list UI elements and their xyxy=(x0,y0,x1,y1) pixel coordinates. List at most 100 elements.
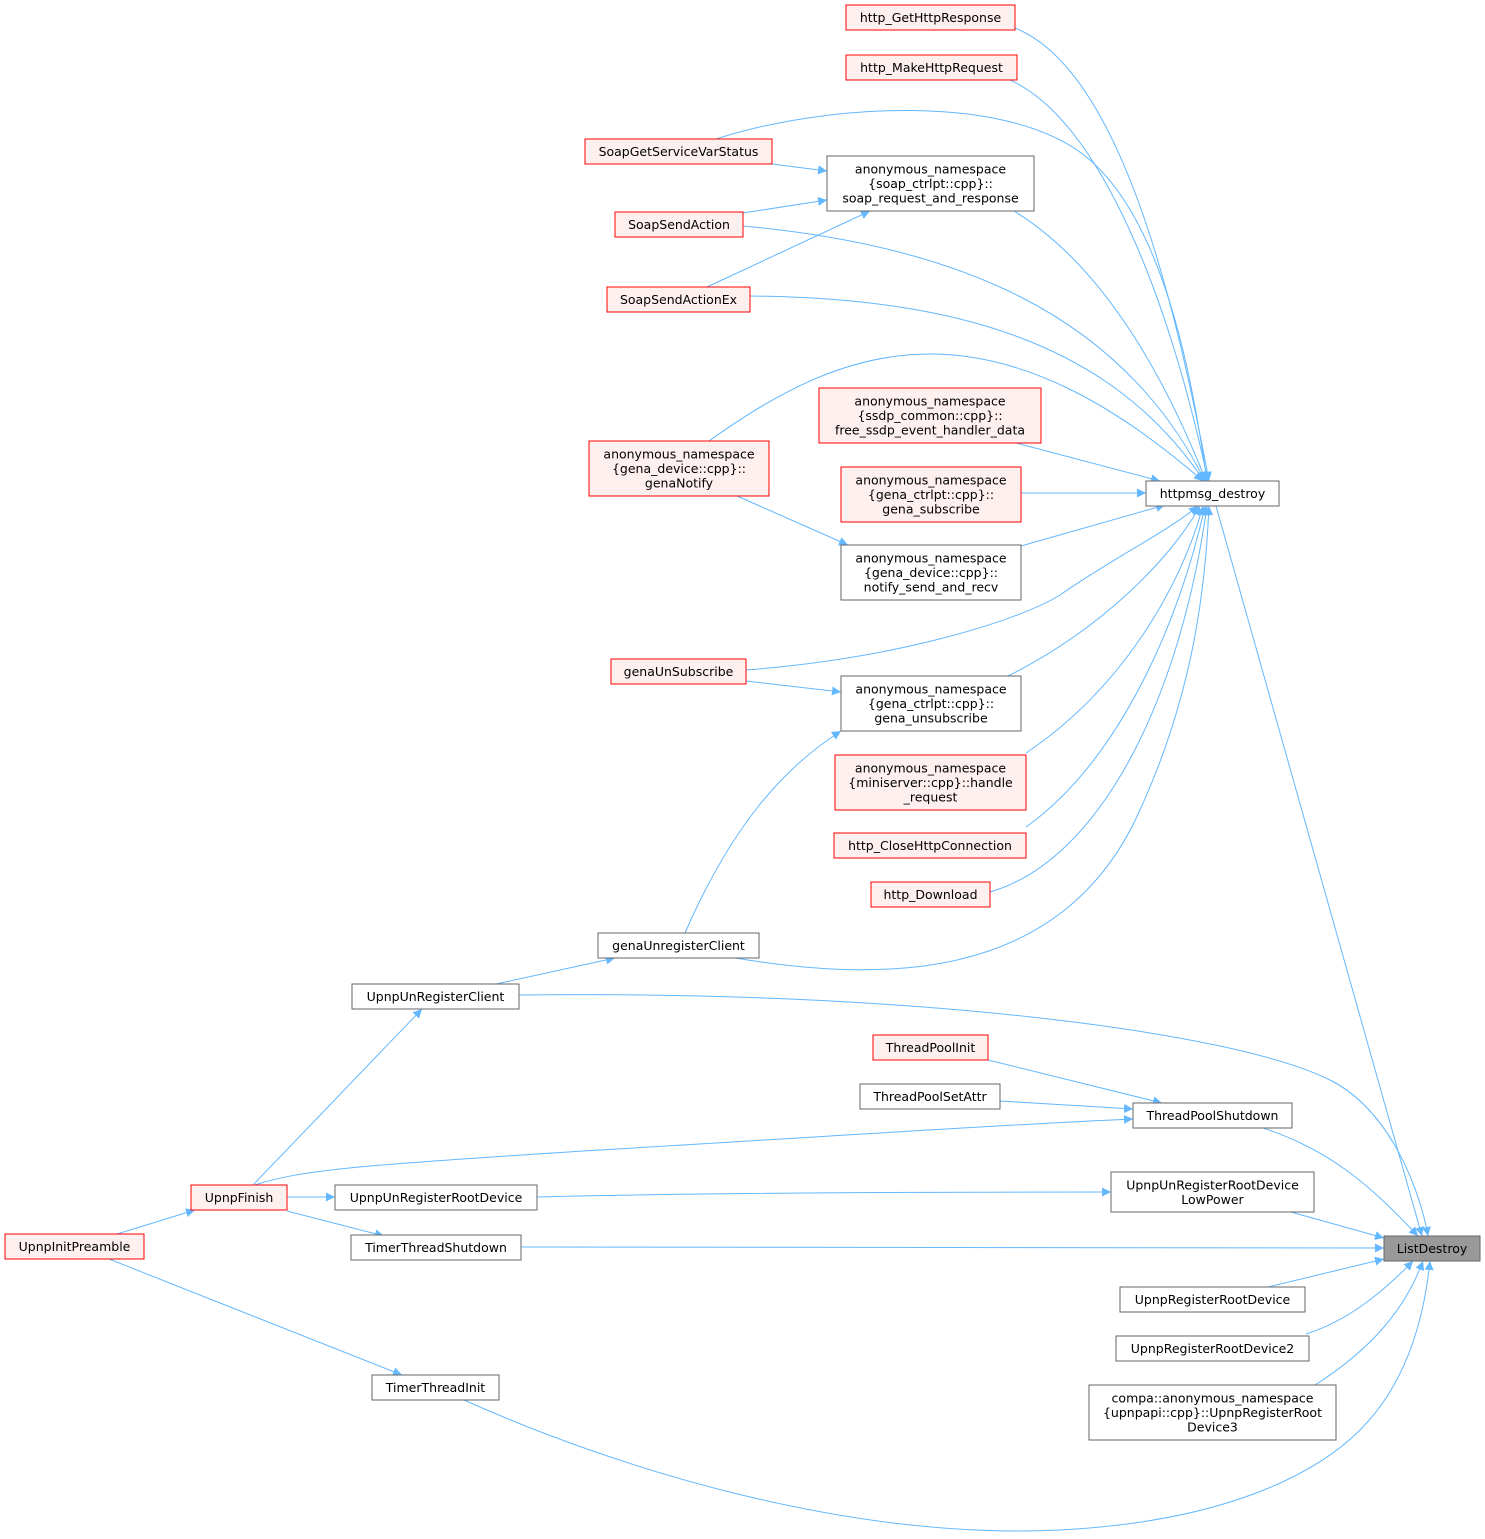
node-label-genaNotify-1: {gena_device::cpp}:: xyxy=(612,461,746,476)
node-UpnpInitPreamble[interactable]: UpnpInitPreamble xyxy=(4,1233,145,1260)
node-label-TimerThreadInit-0: TimerThreadInit xyxy=(385,1380,486,1395)
node-soap_request_and_response[interactable]: anonymous_namespace{soap_ctrlpt::cpp}::s… xyxy=(826,155,1035,212)
edges-layer xyxy=(108,27,1434,1532)
node-box-UpnpUnRegisterRootDevice xyxy=(334,1184,538,1211)
edge-UpnpUnRegisterClient-to-genaUnregisterClient xyxy=(495,955,616,985)
node-box-UpnpRegisterRootDevice3 xyxy=(1088,1384,1337,1441)
edge-UpnpUnRegisterRootDevice-to-UpnpUnRegisterRootDeviceLowPower xyxy=(536,1187,1112,1198)
node-UpnpUnRegisterRootDevice[interactable]: UpnpUnRegisterRootDevice xyxy=(334,1184,538,1211)
node-box-soap_request_and_response xyxy=(826,155,1035,212)
node-httpmsg_destroy[interactable]: httpmsg_destroy xyxy=(1145,480,1280,507)
node-gena_subscribe[interactable]: anonymous_namespace{gena_ctrlpt::cpp}::g… xyxy=(840,466,1022,523)
node-label-gena_subscribe-2: gena_subscribe xyxy=(882,502,980,517)
node-label-UpnpUnRegisterClient-0: UpnpUnRegisterClient xyxy=(367,989,505,1004)
node-label-UpnpFinish-0: UpnpFinish xyxy=(205,1190,274,1205)
node-label-free_ssdp_event_handler_data-1: {ssdp_common::cpp}:: xyxy=(857,408,1002,423)
node-http_Download[interactable]: http_Download xyxy=(870,881,991,908)
node-ThreadPoolShutdown[interactable]: ThreadPoolShutdown xyxy=(1132,1102,1293,1129)
node-label-handle_request-0: anonymous_namespace xyxy=(855,761,1006,776)
node-UpnpRegisterRootDevice3[interactable]: compa::anonymous_namespace{upnpapi::cpp}… xyxy=(1088,1384,1337,1441)
node-label-http_Download-0: http_Download xyxy=(883,887,977,902)
node-label-soap_request_and_response-1: {soap_ctrlpt::cpp}:: xyxy=(868,176,993,191)
edge-SoapSendActionEx-to-soap_request_and_response xyxy=(706,210,871,288)
edge-SoapSendAction-to-httpmsg_destroy xyxy=(742,225,1206,482)
edge-ThreadPoolInit-to-ThreadPoolShutdown xyxy=(987,1059,1163,1106)
node-label-SoapSendAction-0: SoapSendAction xyxy=(628,217,730,232)
edge-genaUnregisterClient-to-httpmsg_destroy xyxy=(734,505,1214,971)
edge-SoapSendActionEx-to-httpmsg_destroy xyxy=(749,295,1205,482)
node-label-free_ssdp_event_handler_data-2: free_ssdp_event_handler_data xyxy=(835,423,1025,438)
node-UpnpUnRegisterClient[interactable]: UpnpUnRegisterClient xyxy=(351,983,520,1010)
node-box-UpnpInitPreamble xyxy=(4,1233,145,1260)
edge-handle_request-to-httpmsg_destroy xyxy=(1025,505,1205,754)
node-ThreadPoolSetAttr[interactable]: ThreadPoolSetAttr xyxy=(859,1083,1001,1110)
edge-genaUnSubscribe-to-gena_unsubscribe xyxy=(745,680,842,696)
node-SoapGetServiceVarStatus[interactable]: SoapGetServiceVarStatus xyxy=(584,138,773,165)
node-box-SoapSendActionEx xyxy=(606,286,751,313)
node-label-TimerThreadShutdown-0: TimerThreadShutdown xyxy=(364,1240,507,1255)
edge-TimerThreadInit-to-ListDestroy xyxy=(463,1260,1434,1532)
node-label-UpnpRegisterRootDevice3-0: compa::anonymous_namespace xyxy=(1112,1391,1314,1406)
node-label-UpnpUnRegisterRootDeviceLowPower-1: LowPower xyxy=(1181,1192,1244,1207)
edge-SoapGetServiceVarStatus-to-httpmsg_destroy xyxy=(715,109,1211,482)
node-handle_request[interactable]: anonymous_namespace{miniserver::cpp}::ha… xyxy=(834,754,1027,811)
node-label-notify_send_and_recv-2: notify_send_and_recv xyxy=(864,580,999,595)
node-box-SoapGetServiceVarStatus xyxy=(584,138,773,165)
node-label-gena_unsubscribe-1: {gena_ctrlpt::cpp}:: xyxy=(868,696,994,711)
node-gena_unsubscribe[interactable]: anonymous_namespace{gena_ctrlpt::cpp}::g… xyxy=(840,675,1022,732)
node-label-gena_subscribe-0: anonymous_namespace xyxy=(855,473,1006,488)
node-ListDestroy[interactable]: ListDestroy xyxy=(1383,1235,1481,1262)
node-ThreadPoolInit[interactable]: ThreadPoolInit xyxy=(872,1034,989,1061)
node-genaUnregisterClient[interactable]: genaUnregisterClient xyxy=(597,932,760,959)
edge-UpnpInitPreamble-to-TimerThreadInit xyxy=(108,1258,403,1376)
edge-UpnpRegisterRootDevice3-to-ListDestroy xyxy=(1314,1260,1425,1386)
node-genaNotify[interactable]: anonymous_namespace{gena_device::cpp}::g… xyxy=(588,440,770,497)
node-box-handle_request xyxy=(834,754,1027,811)
node-label-genaUnSubscribe-0: genaUnSubscribe xyxy=(624,664,734,679)
edge-UpnpUnRegisterClient-to-ListDestroy xyxy=(518,994,1431,1237)
node-label-UpnpRegisterRootDevice3-2: Device3 xyxy=(1187,1420,1238,1435)
node-label-http_MakeHttpRequest-0: http_MakeHttpRequest xyxy=(860,60,1003,75)
node-UpnpFinish[interactable]: UpnpFinish xyxy=(190,1184,288,1211)
node-TimerThreadShutdown[interactable]: TimerThreadShutdown xyxy=(350,1234,522,1261)
edge-httpmsg_destroy-to-ListDestroy xyxy=(1215,505,1424,1237)
node-UpnpRegisterRootDevice[interactable]: UpnpRegisterRootDevice xyxy=(1119,1286,1306,1313)
node-box-httpmsg_destroy xyxy=(1145,480,1280,507)
node-box-http_MakeHttpRequest xyxy=(845,54,1018,81)
node-label-UpnpUnRegisterRootDevice-0: UpnpUnRegisterRootDevice xyxy=(350,1190,523,1205)
edge-genaUnregisterClient-to-gena_unsubscribe xyxy=(684,730,842,934)
node-box-UpnpRegisterRootDevice xyxy=(1119,1286,1306,1313)
node-TimerThreadInit[interactable]: TimerThreadInit xyxy=(371,1374,500,1401)
node-free_ssdp_event_handler_data[interactable]: anonymous_namespace{ssdp_common::cpp}::f… xyxy=(818,387,1042,444)
node-box-UpnpUnRegisterRootDeviceLowPower xyxy=(1110,1171,1315,1213)
node-label-UpnpInitPreamble-0: UpnpInitPreamble xyxy=(19,1239,131,1254)
node-http_MakeHttpRequest[interactable]: http_MakeHttpRequest xyxy=(845,54,1018,81)
node-UpnpRegisterRootDevice2[interactable]: UpnpRegisterRootDevice2 xyxy=(1115,1335,1310,1362)
node-http_CloseHttpConnection[interactable]: http_CloseHttpConnection xyxy=(833,832,1027,859)
node-label-SoapGetServiceVarStatus-0: SoapGetServiceVarStatus xyxy=(599,144,759,159)
edge-UpnpFinish-to-ThreadPoolShutdown xyxy=(254,1114,1134,1186)
node-SoapSendAction[interactable]: SoapSendAction xyxy=(614,211,744,238)
edge-SoapGetServiceVarStatus-to-soap_request_and_response xyxy=(771,163,828,175)
node-box-genaNotify xyxy=(588,440,770,497)
edge-TimerThreadShutdown-to-ListDestroy xyxy=(520,1243,1385,1253)
edge-soap_request_and_response-to-httpmsg_destroy xyxy=(1013,210,1207,482)
node-box-ThreadPoolInit xyxy=(872,1034,989,1061)
edge-UpnpInitPreamble-to-UpnpFinish xyxy=(116,1208,196,1235)
node-http_GetHttpResponse[interactable]: http_GetHttpResponse xyxy=(845,4,1016,31)
edge-ThreadPoolSetAttr-to-ThreadPoolShutdown xyxy=(999,1100,1134,1113)
node-SoapSendActionEx[interactable]: SoapSendActionEx xyxy=(606,286,751,313)
node-notify_send_and_recv[interactable]: anonymous_namespace{gena_device::cpp}::n… xyxy=(840,544,1022,601)
node-box-ThreadPoolShutdown xyxy=(1132,1102,1293,1129)
node-box-free_ssdp_event_handler_data xyxy=(818,387,1042,444)
node-box-UpnpUnRegisterClient xyxy=(351,983,520,1010)
node-box-genaUnregisterClient xyxy=(597,932,760,959)
node-label-gena_unsubscribe-2: gena_unsubscribe xyxy=(874,711,988,726)
node-label-genaUnregisterClient-0: genaUnregisterClient xyxy=(612,938,745,953)
edge-http_MakeHttpRequest-to-httpmsg_destroy xyxy=(1009,79,1211,482)
node-genaUnSubscribe[interactable]: genaUnSubscribe xyxy=(610,658,747,685)
edge-UpnpFinish-to-UpnpUnRegisterClient xyxy=(252,1008,423,1186)
node-label-gena_subscribe-1: {gena_ctrlpt::cpp}:: xyxy=(868,487,994,502)
